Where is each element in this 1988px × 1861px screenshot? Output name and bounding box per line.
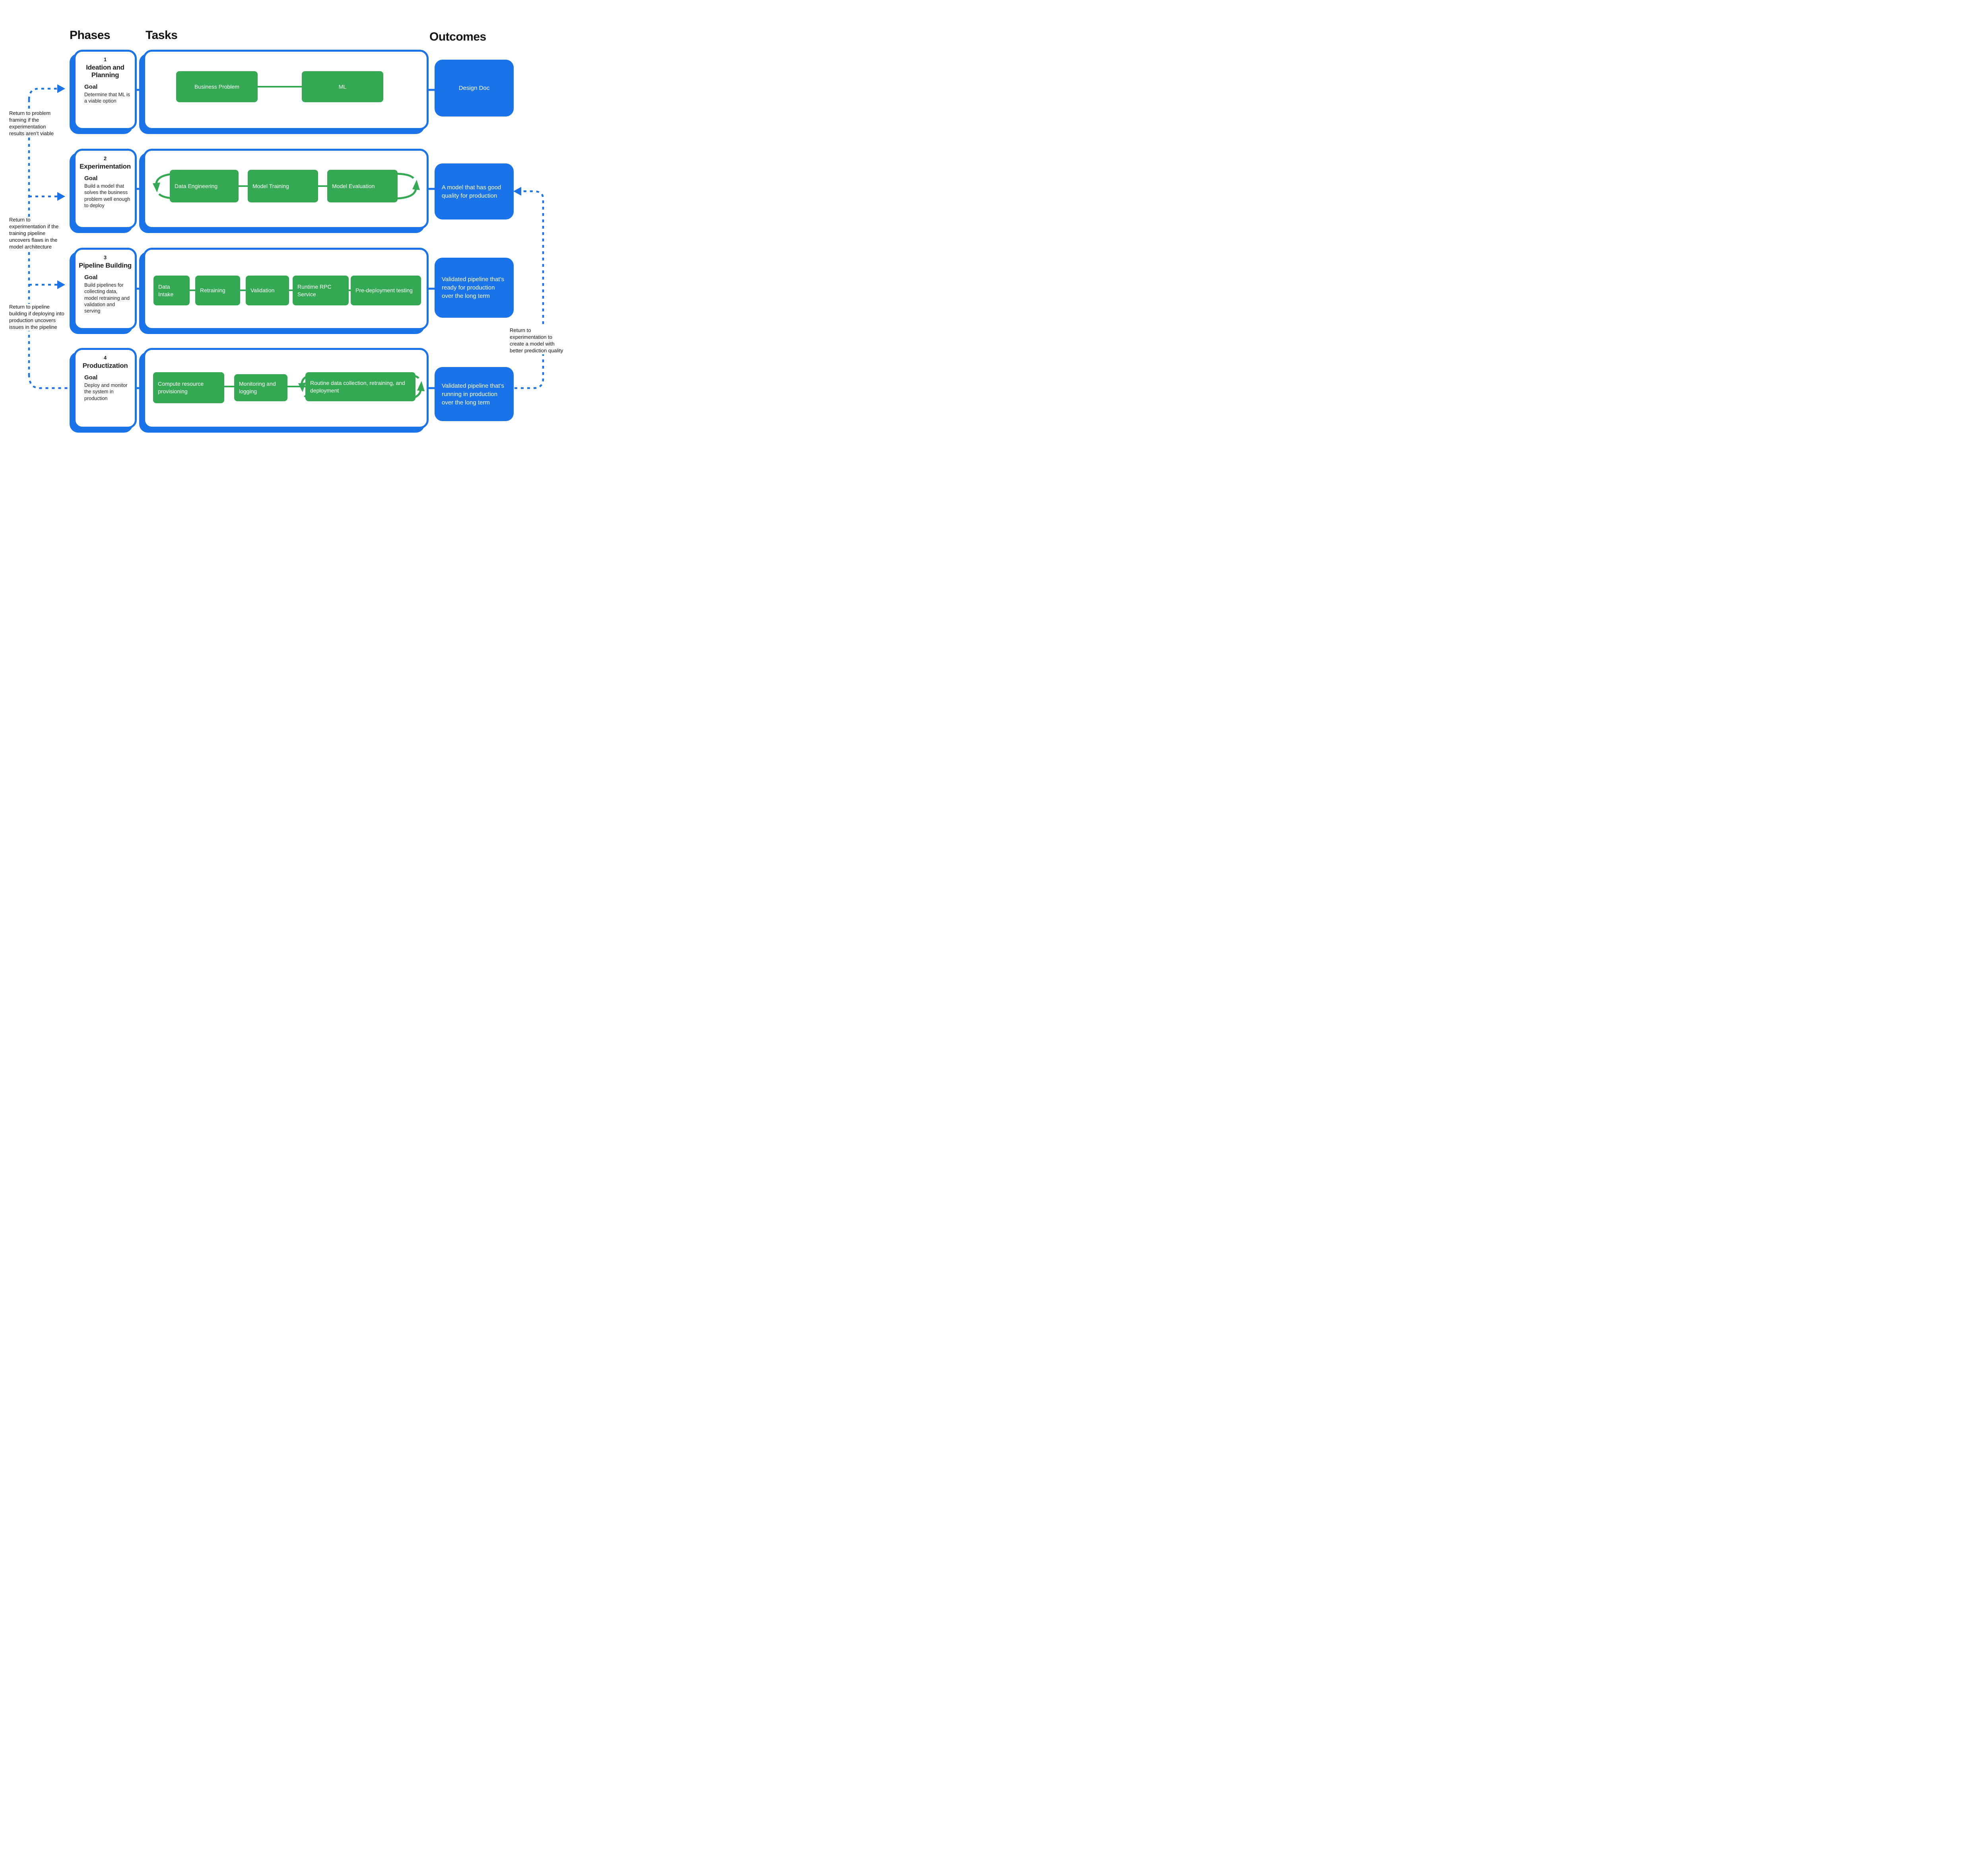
return-arrowhead-right-icon	[57, 84, 65, 93]
annotation-return-to-problem-framing: Return to problem framing if the experim…	[9, 110, 61, 137]
task-pre-deployment-testing: Pre-deployment testing	[351, 276, 421, 305]
return-arrowhead-right-icon	[57, 280, 65, 289]
task-validation: Validation	[246, 276, 289, 305]
row-connector-lines	[136, 89, 435, 389]
task-model-evaluation: Model Evaluation	[327, 170, 398, 202]
phase-box-ideation-planning: 1 Ideation and Planning Goal Determine t…	[74, 50, 137, 130]
goal-label: Goal	[84, 274, 98, 281]
goal-text: Deploy and monitor the system in product…	[84, 383, 128, 401]
task-retraining: Retraining	[195, 276, 240, 305]
dashed-return-path-right	[514, 190, 544, 389]
return-arrowhead-right-icon	[57, 192, 65, 201]
phase-title: Pipeline Building	[79, 262, 132, 269]
goal-text: Build a model that solves the business p…	[84, 183, 130, 208]
task-data-intake: Data Intake	[153, 276, 190, 305]
outcome-model-good-quality: A model that has good quality for produc…	[435, 163, 514, 220]
phase-box-experimentation: 2 Experimentation Goal Build a model tha…	[74, 149, 137, 229]
phase-title: Ideation and Planning	[86, 64, 124, 79]
goal-text: Determine that ML is a viable option	[84, 92, 130, 104]
return-arrowhead-left-icon	[513, 187, 521, 196]
task-business-problem: Business Problem	[176, 71, 258, 102]
phase-title: Productization	[82, 362, 128, 369]
annotation-return-to-pipeline-building: Return to pipeline building if deploying…	[9, 304, 66, 331]
column-header-phases: Phases	[70, 29, 111, 42]
ml-workflow-diagram: Phases Tasks Outcomes 1 Ideation and Pla…	[0, 0, 564, 465]
task-compute-resource-provisioning: Compute resource provisioning	[153, 372, 224, 403]
column-header-outcomes: Outcomes	[429, 30, 486, 43]
task-monitoring-and-logging: Monitoring and logging	[234, 374, 287, 401]
task-model-training: Model Training	[248, 170, 318, 202]
task-connector-lines	[190, 86, 351, 387]
task-routine-data-collection-retraining-deployment: Routine data collection, retraining, and…	[305, 372, 415, 401]
task-data-engineering: Data Engineering	[170, 170, 239, 202]
annotation-return-to-experimentation-better-quality: Return to experimentation to create a mo…	[510, 327, 564, 354]
goal-label: Goal	[84, 84, 98, 91]
annotation-return-to-experimentation: Return to experimentation if the trainin…	[9, 217, 65, 251]
phase-title: Experimentation	[80, 163, 131, 170]
phase-number: 1	[103, 56, 107, 62]
goal-label: Goal	[84, 175, 98, 182]
outcome-validated-pipeline-ready: Validated pipeline that’s ready for prod…	[435, 258, 514, 318]
outcome-design-doc: Design Doc	[435, 60, 514, 117]
phase-number: 2	[103, 155, 107, 161]
goal-label: Goal	[84, 374, 98, 381]
phase-number: 3	[103, 254, 107, 260]
task-runtime-rpc-service: Runtime RPC Service	[293, 276, 349, 305]
outcome-validated-pipeline-running: Validated pipeline that’s running in pro…	[435, 367, 514, 421]
column-header-tasks: Tasks	[146, 29, 178, 42]
phase-number: 4	[103, 355, 107, 361]
phase-box-pipeline-building: 3 Pipeline Building Goal Build pipelines…	[74, 248, 137, 330]
goal-text: Build pipelines for collecting data, mod…	[84, 282, 130, 314]
task-ml: ML	[302, 71, 383, 102]
phase-box-productization: 4 Productization Goal Deploy and monitor…	[74, 348, 137, 429]
